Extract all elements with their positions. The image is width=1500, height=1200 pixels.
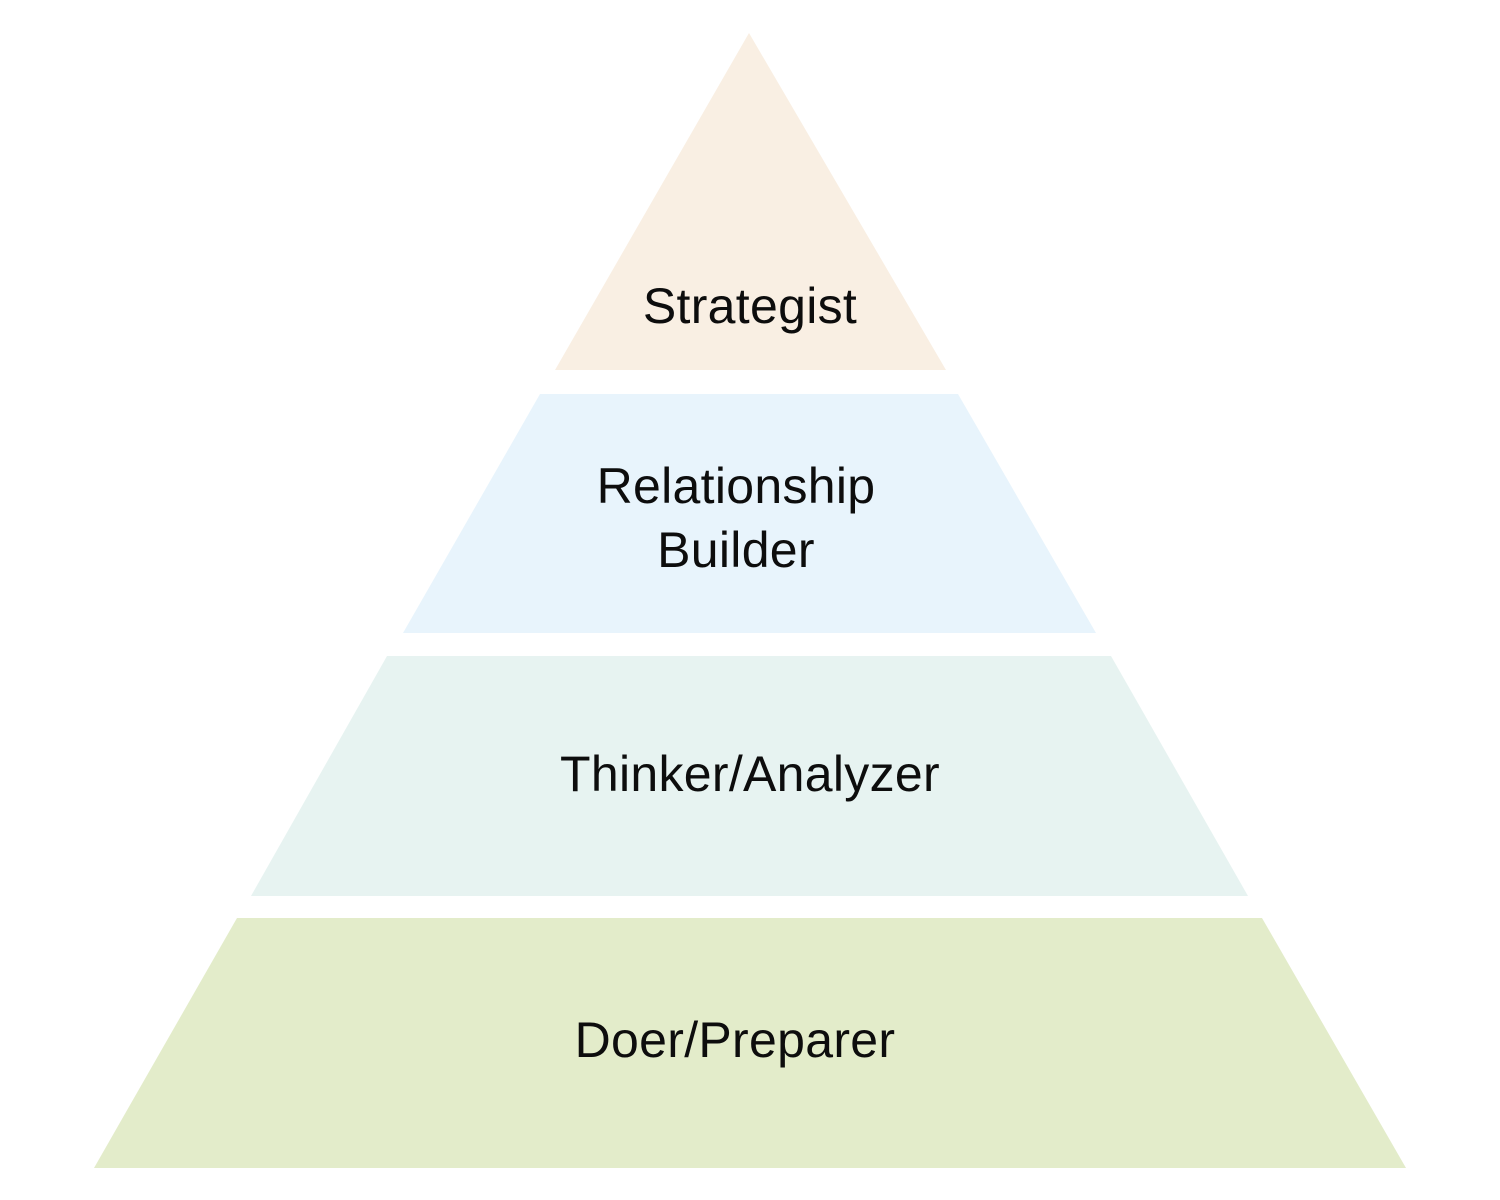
tier-doer-preparer-shape — [94, 918, 1406, 1168]
tier-relationship-builder-shape — [403, 394, 1096, 633]
tier-strategist-shape — [555, 33, 946, 370]
tier-relationship-builder-line2: Builder — [657, 522, 815, 578]
tier-doer-preparer-label: Doer/Preparer — [574, 1012, 896, 1068]
tier-thinker-analyzer-shape — [251, 656, 1248, 896]
tier-thinker-analyzer-label: Thinker/Analyzer — [560, 746, 940, 802]
tier-relationship-builder-line1: Relationship — [596, 458, 876, 514]
tier-relationship-builder-label: Relationship Builder — [486, 454, 986, 582]
tier-strategist-label: Strategist — [642, 278, 858, 334]
